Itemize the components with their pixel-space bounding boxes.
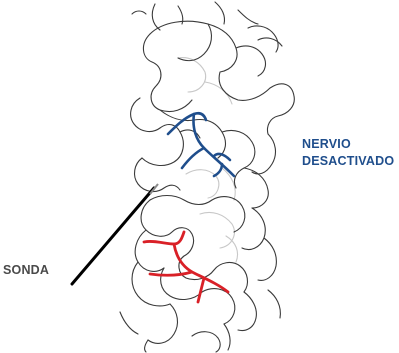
probe-shaft (72, 188, 154, 284)
probe-label: SONDA (3, 262, 49, 279)
probe-label-text: SONDA (3, 262, 49, 279)
nerve-label-line1: NERVIO (302, 136, 394, 153)
nerve-deactivated (168, 113, 234, 176)
lower-vertebra (150, 196, 245, 233)
nerve-active (144, 232, 228, 302)
nerve-label-line2: DESACTIVADO (302, 153, 394, 170)
spine-outline (120, 2, 294, 352)
nerve-deactivated-label: NERVIO DESACTIVADO (302, 136, 394, 170)
